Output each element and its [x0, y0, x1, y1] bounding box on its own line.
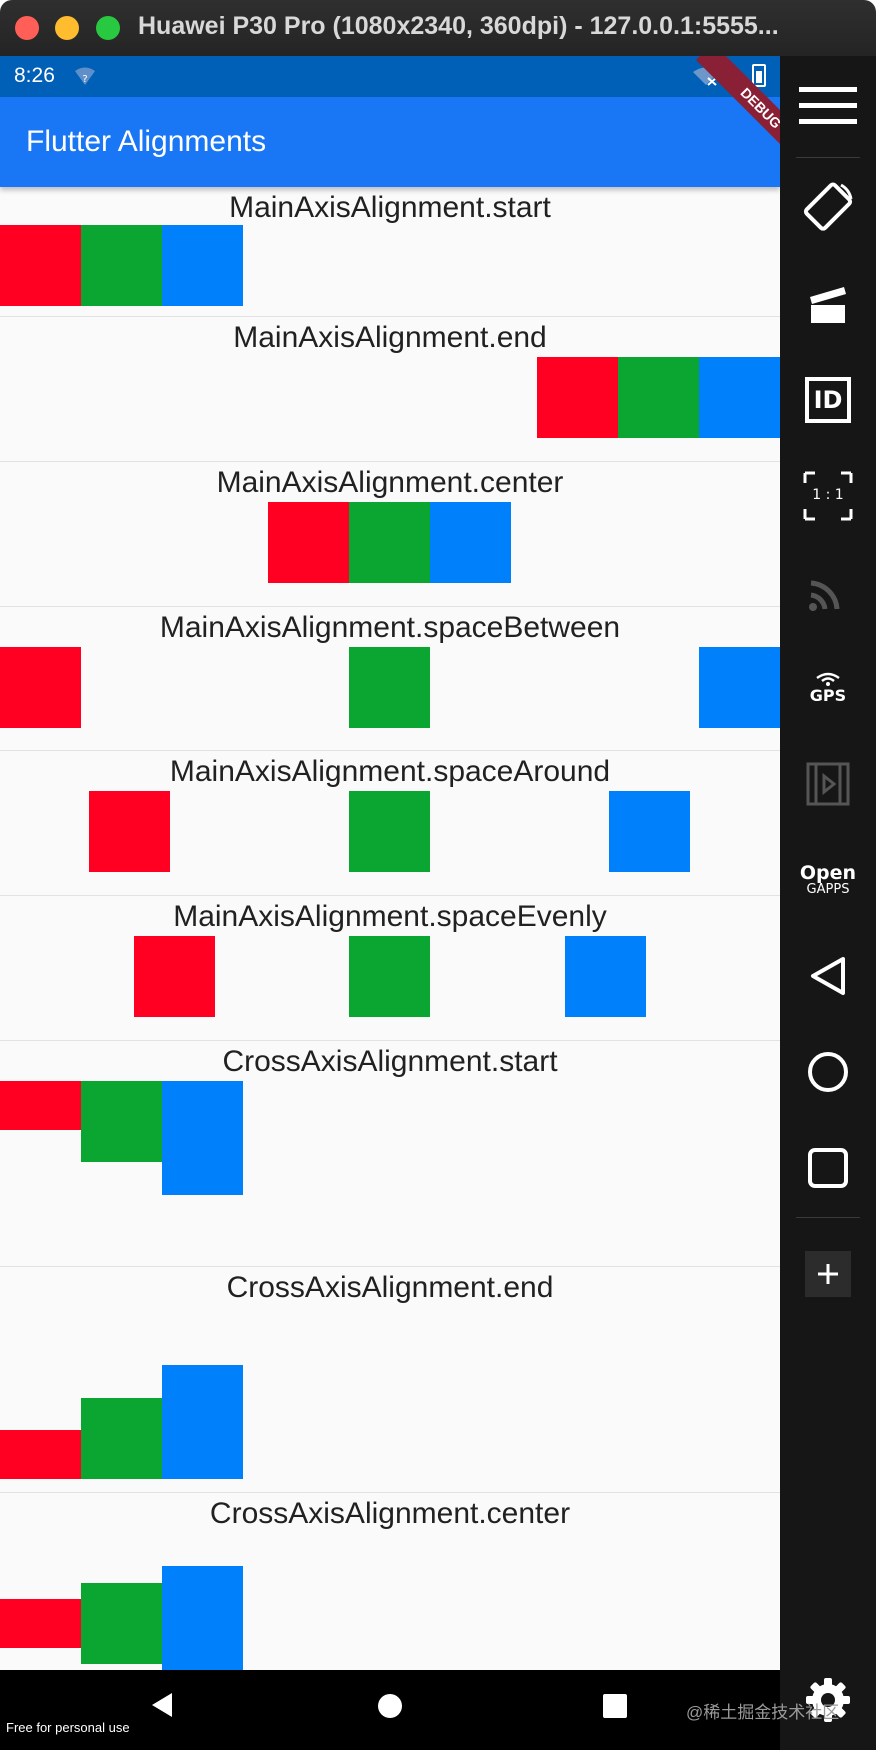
green-box: [349, 936, 430, 1017]
section-main-space-around: MainAxisAlignment.spaceAround: [0, 751, 780, 896]
red-box: [537, 357, 618, 438]
recents-icon[interactable]: [780, 1120, 876, 1216]
green-box: [81, 225, 162, 306]
section-label: MainAxisAlignment.spaceAround: [169, 755, 611, 788]
svg-text:?: ?: [82, 74, 87, 85]
green-box: [618, 357, 699, 438]
license-note: Free for personal use: [6, 1720, 130, 1735]
red-box: [268, 502, 349, 583]
app-title: Flutter Alignments: [26, 125, 267, 158]
phone-screen: 8:26 ? Flutter Alignments DEBUG MainAxis…: [0, 56, 780, 1750]
gps-icon[interactable]: GPS: [780, 640, 876, 736]
maximize-window-button[interactable]: [96, 16, 120, 40]
status-time: 8:26: [14, 64, 55, 87]
screen-record-icon[interactable]: [780, 736, 876, 832]
screenshot-icon[interactable]: [780, 256, 876, 352]
red-box: [0, 1430, 81, 1479]
red-box: [0, 1081, 81, 1130]
red-box: [0, 225, 81, 306]
green-box: [81, 1081, 162, 1162]
blue-box: [565, 936, 646, 1017]
watermark: @稀土掘金技术社区: [686, 1703, 840, 1722]
nav-back-icon[interactable]: [152, 1693, 172, 1717]
green-box: [81, 1398, 162, 1479]
android-nav-bar: Free for personal use: [0, 1670, 780, 1750]
blue-box: [162, 225, 243, 306]
identify-icon[interactable]: ID: [780, 352, 876, 448]
section-cross-center: CrossAxisAlignment.center: [0, 1493, 780, 1680]
gapps-label: GAPPS: [806, 882, 850, 897]
section-cross-start: CrossAxisAlignment.start: [0, 1041, 780, 1267]
add-icon[interactable]: [780, 1226, 876, 1322]
section-label: MainAxisAlignment.start: [229, 191, 551, 224]
back-icon[interactable]: [780, 928, 876, 1024]
gps-label: GPS: [809, 685, 847, 705]
blue-box: [162, 1365, 243, 1479]
window-title: Huawei P30 Pro (1080x2340, 360dpi) - 127…: [138, 12, 779, 40]
green-box: [349, 791, 430, 872]
scale-1-1-icon[interactable]: 1 : 1: [780, 448, 876, 544]
app-bar: Flutter Alignments: [0, 97, 780, 187]
red-box: [89, 791, 170, 872]
red-box: [0, 647, 81, 728]
cast-icon[interactable]: [780, 544, 876, 640]
section-main-space-evenly: MainAxisAlignment.spaceEvenly: [0, 896, 780, 1041]
settings-icon[interactable]: [780, 1652, 876, 1748]
status-bar: 8:26 ?: [0, 56, 780, 97]
green-box: [349, 502, 430, 583]
emulator-toolbar: ID 1 : 1 GPS Open GAPPS: [780, 56, 876, 1750]
close-window-button[interactable]: [15, 16, 39, 40]
blue-box: [699, 647, 780, 728]
section-cross-end: CrossAxisAlignment.end: [0, 1267, 780, 1493]
blue-box: [430, 502, 511, 583]
section-label: MainAxisAlignment.spaceBetween: [159, 611, 621, 644]
battery-icon: [752, 64, 766, 87]
section-label: MainAxisAlignment.end: [233, 321, 547, 354]
blue-box: [162, 1081, 243, 1195]
blue-box: [699, 357, 780, 438]
section-main-end: MainAxisAlignment.end: [0, 317, 780, 462]
section-label: CrossAxisAlignment.center: [209, 1497, 571, 1530]
blue-box: [609, 791, 690, 872]
blue-box: [162, 1566, 243, 1680]
wifi-question-icon: ?: [75, 67, 95, 85]
section-main-start: MainAxisAlignment.start: [0, 187, 780, 317]
scale-label: 1 : 1: [812, 487, 844, 503]
open-gapps-label: Open: [799, 862, 857, 884]
menu-icon[interactable]: [780, 58, 876, 154]
section-label: CrossAxisAlignment.end: [226, 1271, 554, 1304]
rotate-icon[interactable]: [780, 160, 876, 256]
red-box: [0, 1599, 81, 1648]
window-title-bar: Huawei P30 Pro (1080x2340, 360dpi) - 127…: [0, 0, 876, 56]
section-label: MainAxisAlignment.spaceEvenly: [173, 900, 607, 933]
red-box: [134, 936, 215, 1017]
open-gapps-icon[interactable]: Open GAPPS: [780, 832, 876, 928]
green-box: [81, 1583, 162, 1664]
alignment-demo-list: MainAxisAlignment.start MainAxisAlignmen…: [0, 187, 780, 1680]
home-icon[interactable]: [780, 1024, 876, 1120]
section-label: CrossAxisAlignment.start: [222, 1045, 558, 1078]
green-box: [349, 647, 430, 728]
identify-label: ID: [805, 377, 851, 423]
section-main-center: MainAxisAlignment.center: [0, 462, 780, 607]
section-label: MainAxisAlignment.center: [216, 466, 564, 499]
section-main-space-between: MainAxisAlignment.spaceBetween: [0, 607, 780, 751]
minimize-window-button[interactable]: [55, 16, 79, 40]
nav-recents-icon[interactable]: [603, 1694, 627, 1718]
nav-home-icon[interactable]: [378, 1694, 402, 1718]
